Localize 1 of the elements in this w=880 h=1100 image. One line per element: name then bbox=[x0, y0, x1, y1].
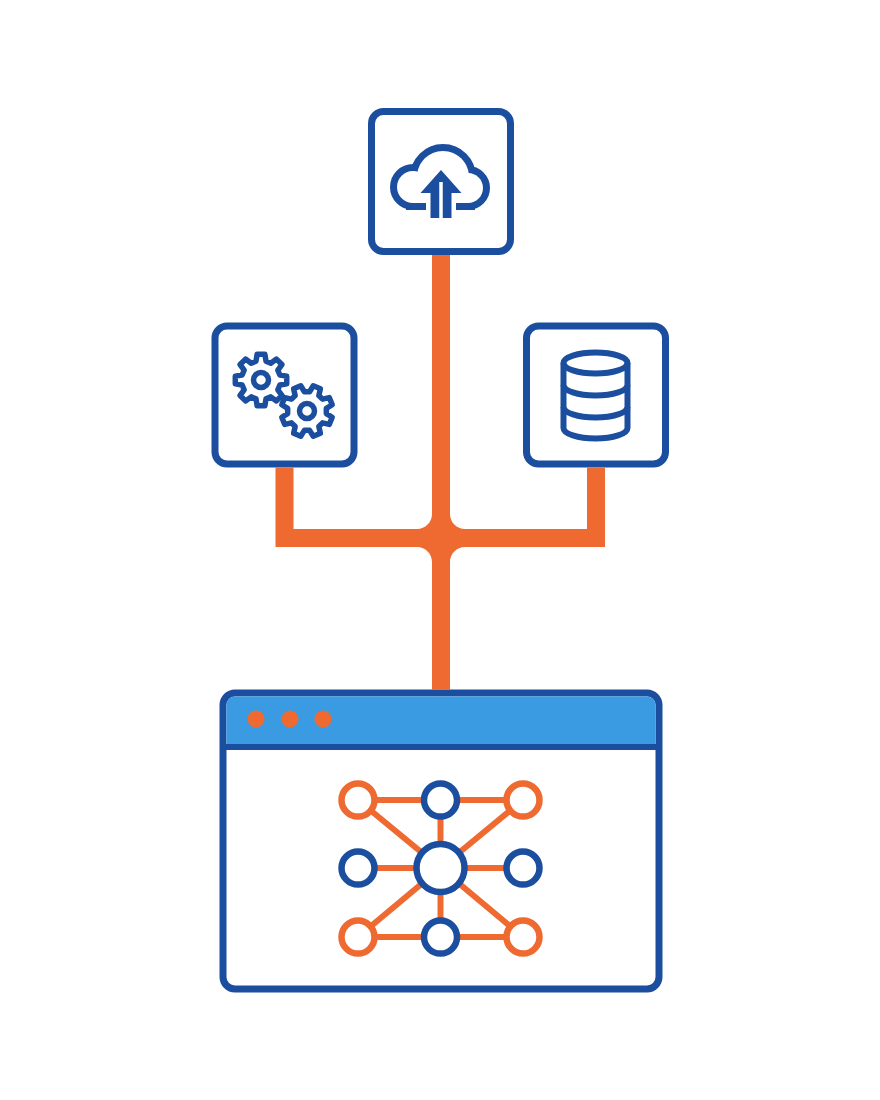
connector-line bbox=[432, 467, 605, 690]
